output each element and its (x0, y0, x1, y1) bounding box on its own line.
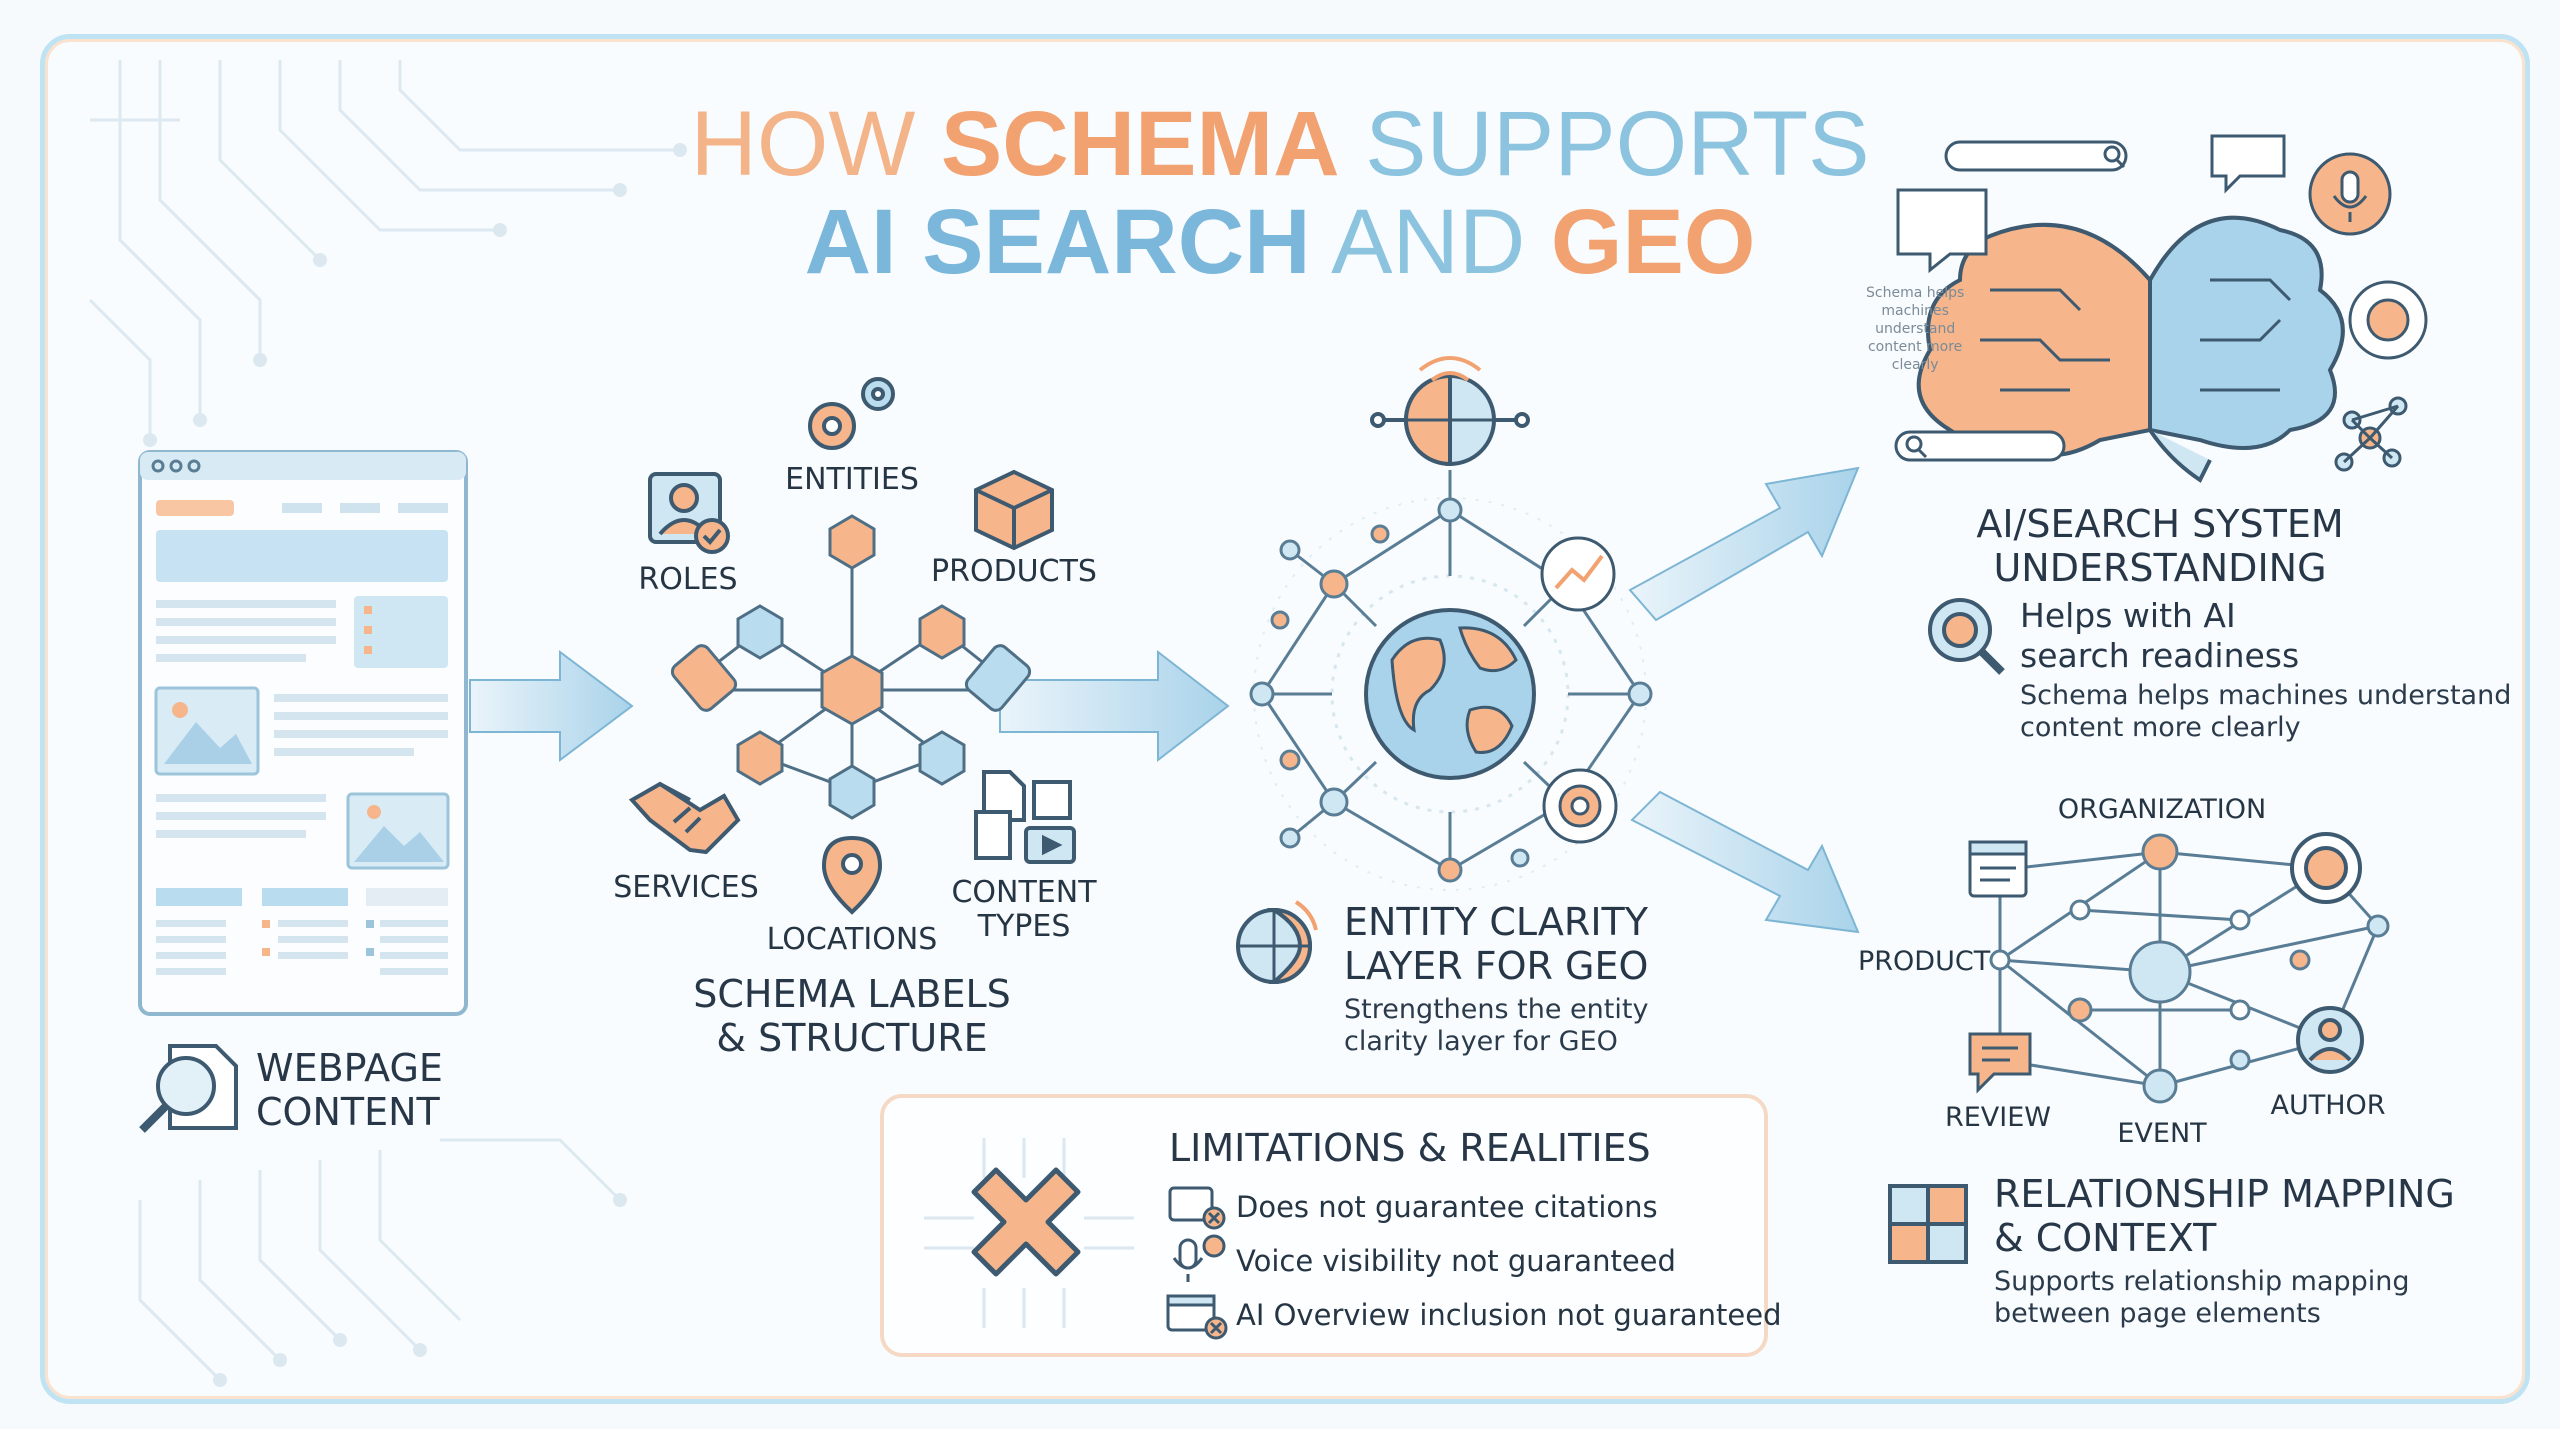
title-part: SUPPORTS (1339, 93, 1870, 195)
search-document-icon (139, 1044, 238, 1133)
search-bar-icon (1894, 140, 2128, 462)
heading-line: & STRUCTURE (716, 1016, 988, 1060)
note-line: clearly (1891, 357, 1939, 373)
heading-line: & CONTEXT (1994, 1216, 2217, 1260)
heading-line: UNDERSTANDING (1993, 546, 2327, 590)
title-part: HOW (690, 93, 941, 195)
brain-icon (1916, 215, 2345, 483)
relationship-description: Supports relationship mapping between pa… (1994, 1266, 2410, 1330)
services-label: SERVICES (613, 870, 759, 905)
citation-x-icon (1168, 1186, 1226, 1230)
title-part: GEO (1550, 191, 1756, 293)
desc-line: between page elements (1994, 1298, 2321, 1329)
organization-label: ORGANIZATION (2057, 794, 2267, 825)
limitation-item: Does not guarantee citations (1236, 1190, 1658, 1224)
chart-node-icon (1540, 536, 1616, 612)
product-label: PRODUCT (1858, 946, 1991, 977)
relationship-nodes (1989, 833, 2390, 1104)
schema-heading: SCHEMA LABELS & STRUCTURE (693, 972, 1011, 1060)
title-part: SCHEMA (940, 93, 1340, 195)
note-line: Schema helps (1866, 285, 1965, 301)
heading-line: AI/SEARCH SYSTEM (1976, 502, 2344, 546)
puzzle-icon (1888, 1184, 1968, 1264)
limitation-item: Voice visibility not guaranteed (1236, 1244, 1676, 1278)
label-line: CONTENT (256, 1090, 440, 1134)
heading-line: LAYER FOR GEO (1344, 944, 1649, 988)
content-types-label: CONTENT TYPES (951, 876, 1096, 944)
limitations-illustration (924, 1138, 1228, 1340)
roles-label: ROLES (638, 562, 738, 597)
neural-network-icon (2334, 396, 2408, 472)
title-line-2: AI SEARCH AND GEO (0, 190, 2560, 295)
label-line: CONTENT (951, 875, 1097, 910)
overview-x-icon (1166, 1294, 1228, 1340)
note-line: understand (1875, 321, 1956, 337)
label-line: TYPES (977, 909, 1071, 944)
magnify-brain-icon (1928, 598, 2005, 675)
location-pin-icon (821, 835, 883, 915)
arrow-icon (1628, 466, 1860, 934)
heading-line: ENTITY CLARITY (1344, 900, 1648, 944)
webpage-window-icon (138, 450, 468, 1016)
note-line: machines (1881, 303, 1949, 319)
desc-line: Schema helps machines understand (2020, 680, 2512, 711)
user-check-icon (648, 472, 730, 554)
label-line: WEBPAGE (256, 1046, 443, 1090)
products-label: PRODUCTS (931, 554, 1097, 589)
mid-line: search readiness (2020, 636, 2300, 675)
ai-system-description: Schema helps machines understand content… (2020, 680, 2511, 744)
x-mark-icon (971, 1167, 1081, 1277)
document-list-icon (1968, 840, 2028, 898)
review-label: REVIEW (1944, 1102, 2052, 1133)
box-icon (974, 469, 1054, 551)
microphone-icon (2308, 152, 2392, 236)
arrow-icon (469, 649, 1230, 763)
brain-globe-small-icon (1236, 900, 1318, 985)
entity-clarity-heading: ENTITY CLARITY LAYER FOR GEO (1344, 900, 1648, 988)
ai-system-heading: AI/SEARCH SYSTEM UNDERSTANDING (1976, 502, 2343, 590)
small-note: Schema helps machines understand content… (1866, 284, 1964, 374)
desc-line: content more clearly (2020, 712, 2301, 743)
author-icon (2296, 1006, 2364, 1074)
desc-line: Strengthens the entity (1344, 994, 1649, 1025)
limitation-item: AI Overview inclusion not guaranteed (1236, 1298, 1782, 1332)
event-label: EVENT (2117, 1118, 2207, 1149)
chat-bubble-icon (1896, 134, 2286, 274)
voice-question-icon (1172, 1234, 1226, 1282)
review-chat-icon (1968, 1032, 2032, 1094)
entities-label: ENTITIES (785, 462, 919, 497)
webpage-content-label: WEBPAGE CONTENT (256, 1046, 443, 1134)
target-icon (2290, 832, 2362, 904)
brain-badge-icon (2348, 280, 2428, 360)
network-node-icon (1542, 768, 1618, 844)
title-line-1: HOW SCHEMA SUPPORTS (0, 92, 2560, 197)
limitations-box: LIMITATIONS & REALITIES Does not guarant… (880, 1094, 1782, 1357)
content-types-icon (974, 770, 1076, 864)
relationship-heading: RELATIONSHIP MAPPING & CONTEXT (1994, 1172, 2455, 1260)
limitations-heading: LIMITATIONS & REALITIES (1169, 1126, 1651, 1170)
heading-line: RELATIONSHIP MAPPING (1994, 1172, 2455, 1216)
handshake-icon (628, 781, 741, 855)
title-part: AND (1310, 191, 1551, 293)
desc-line: clarity layer for GEO (1344, 1026, 1618, 1057)
schema-nodes (670, 514, 1032, 820)
mid-line: Helps with AI (2020, 596, 2236, 635)
author-label: AUTHOR (2270, 1090, 2386, 1121)
gears-icon (808, 377, 895, 450)
ai-readiness-text: Helps with AI search readiness (2020, 596, 2299, 676)
brain-globe-icon (1370, 356, 1530, 467)
title-part: AI SEARCH (804, 191, 1311, 293)
globe-icon (1364, 608, 1536, 780)
heading-line: SCHEMA LABELS (693, 972, 1011, 1016)
entity-clarity-description: Strengthens the entity clarity layer for… (1344, 994, 1648, 1058)
desc-line: Supports relationship mapping (1994, 1266, 2410, 1297)
locations-label: LOCATIONS (766, 922, 938, 957)
note-line: content more (1867, 339, 1963, 355)
